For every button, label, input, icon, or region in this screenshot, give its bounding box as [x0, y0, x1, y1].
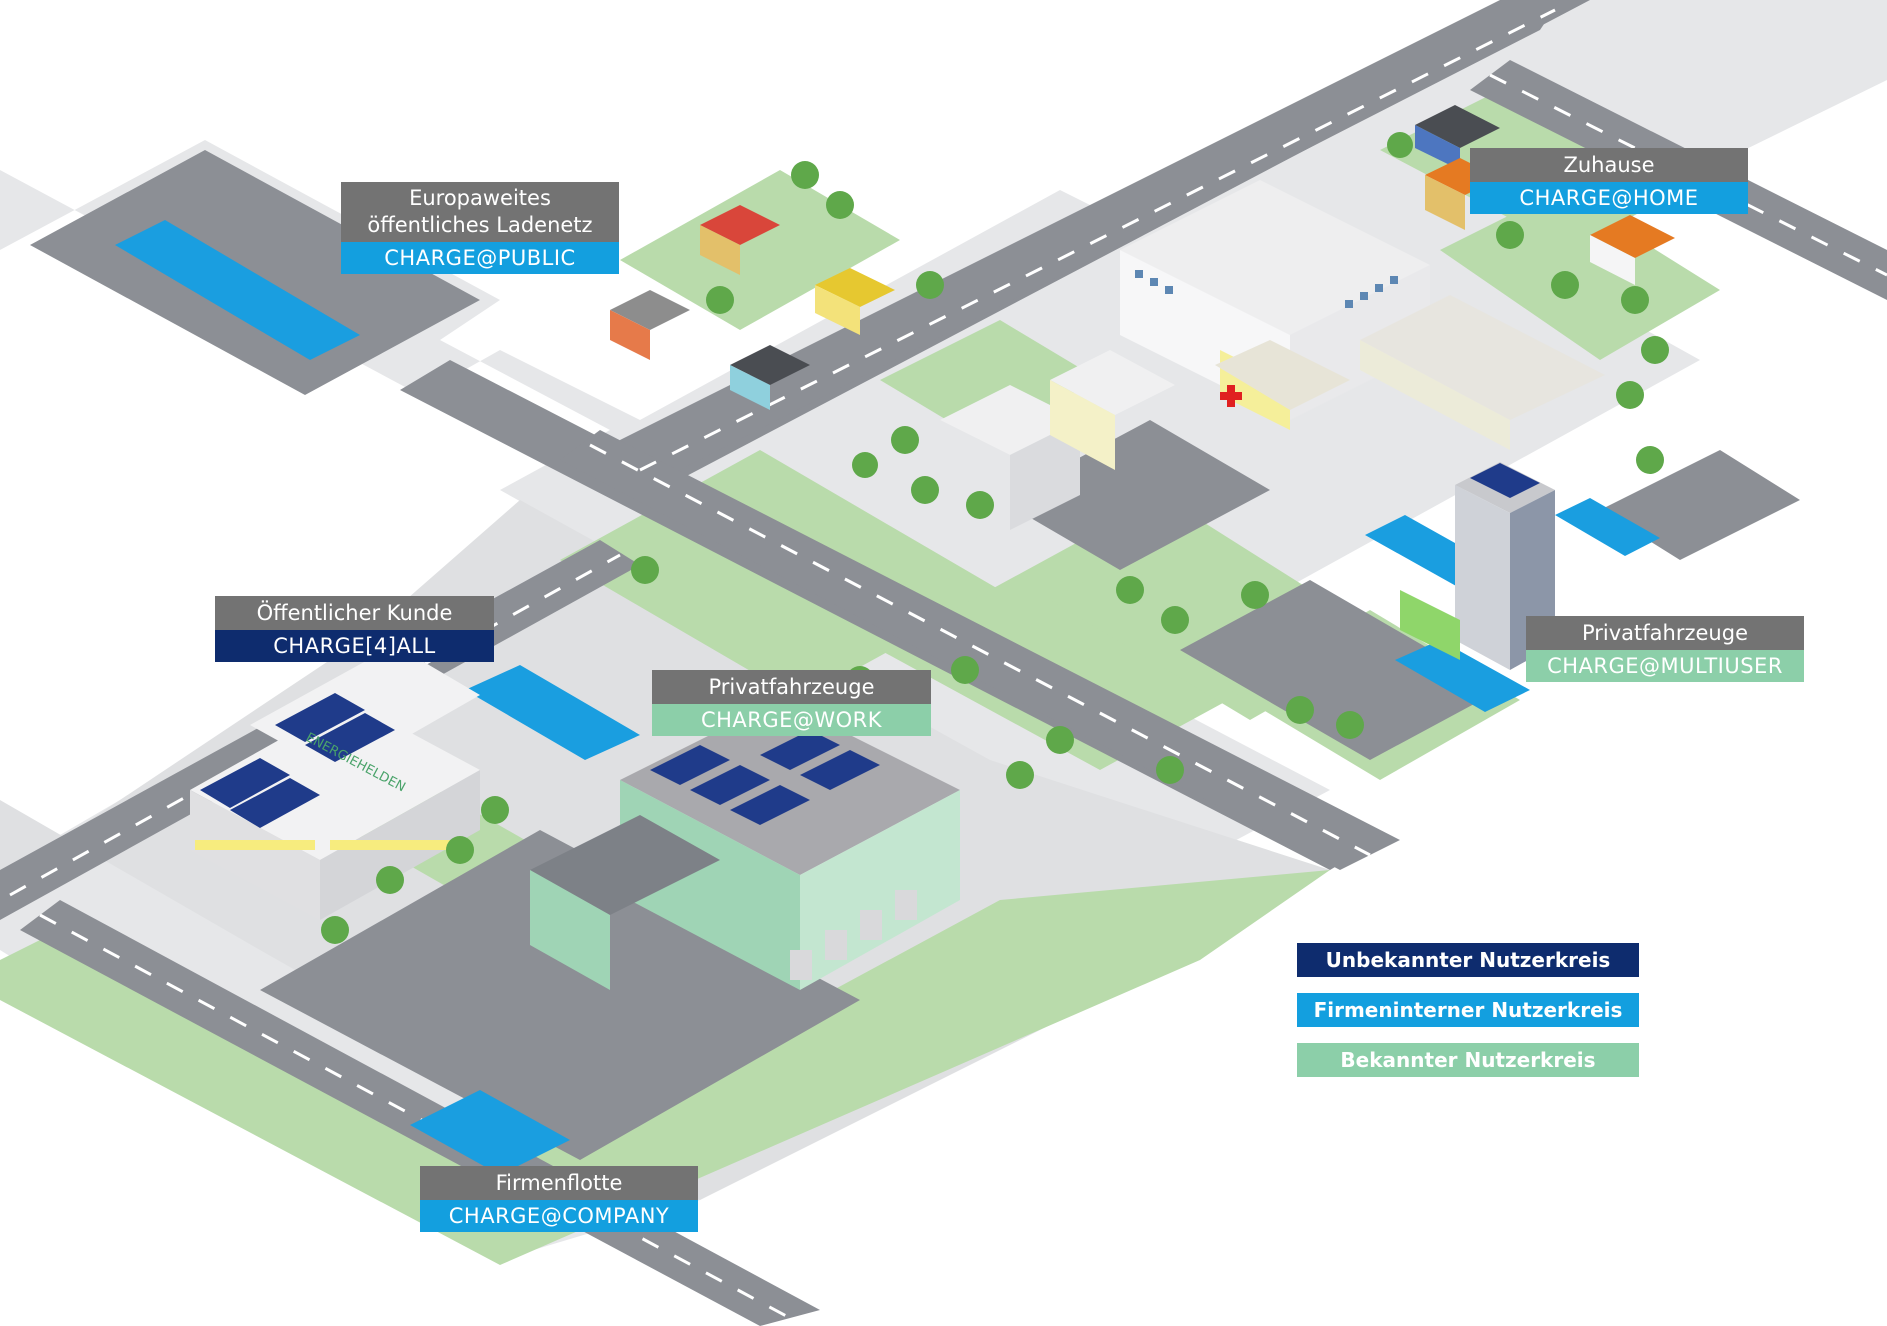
label-title-line1: Europaweites	[409, 186, 551, 210]
label-charge-home: Zuhause CHARGE@HOME	[1470, 148, 1748, 214]
houses	[610, 105, 1675, 410]
legend-item-internal: Firmeninterner Nutzerkreis	[1297, 993, 1639, 1027]
label-code: CHARGE@PUBLIC	[341, 242, 619, 274]
label-charge-4-all: Öffentlicher Kunde CHARGE[4]ALL	[215, 596, 494, 662]
label-title: Öffentlicher Kunde	[215, 596, 494, 630]
hospital-cross-icon	[1220, 385, 1242, 407]
label-title: Europaweites öffentliches Ladenetz	[341, 182, 619, 242]
label-code: CHARGE@MULTIUSER	[1526, 650, 1804, 682]
warehouse-building	[530, 700, 960, 990]
legend-item-unknown: Unbekannter Nutzerkreis	[1297, 943, 1639, 977]
label-title: Zuhause	[1470, 148, 1748, 182]
label-title-line2: öffentliches Ladenetz	[367, 213, 593, 237]
label-code: CHARGE[4]ALL	[215, 630, 494, 662]
label-charge-public: Europaweites öffentliches Ladenetz CHARG…	[341, 182, 619, 274]
label-code: CHARGE@WORK	[652, 704, 931, 736]
label-title: Privatfahrzeuge	[652, 670, 931, 704]
label-code: CHARGE@HOME	[1470, 182, 1748, 214]
office-building-middle	[940, 350, 1175, 530]
trees	[321, 132, 1669, 944]
label-charge-work: Privatfahrzeuge CHARGE@WORK	[652, 670, 931, 736]
label-title: Privatfahrzeuge	[1526, 616, 1804, 650]
label-code: CHARGE@COMPANY	[420, 1200, 698, 1232]
label-title: Firmenflotte	[420, 1166, 698, 1200]
label-charge-multiuser: Privatfahrzeuge CHARGE@MULTIUSER	[1526, 616, 1804, 682]
legend: Unbekannter Nutzerkreis Firmeninterner N…	[1297, 943, 1639, 1093]
parking-bays	[115, 220, 1660, 1175]
legend-item-known: Bekannter Nutzerkreis	[1297, 1043, 1639, 1077]
office-building-energiehelden: ENERGIEHELDEN	[190, 645, 480, 920]
hospital-building	[1120, 180, 1605, 450]
label-charge-company: Firmenflotte CHARGE@COMPANY	[420, 1166, 698, 1232]
